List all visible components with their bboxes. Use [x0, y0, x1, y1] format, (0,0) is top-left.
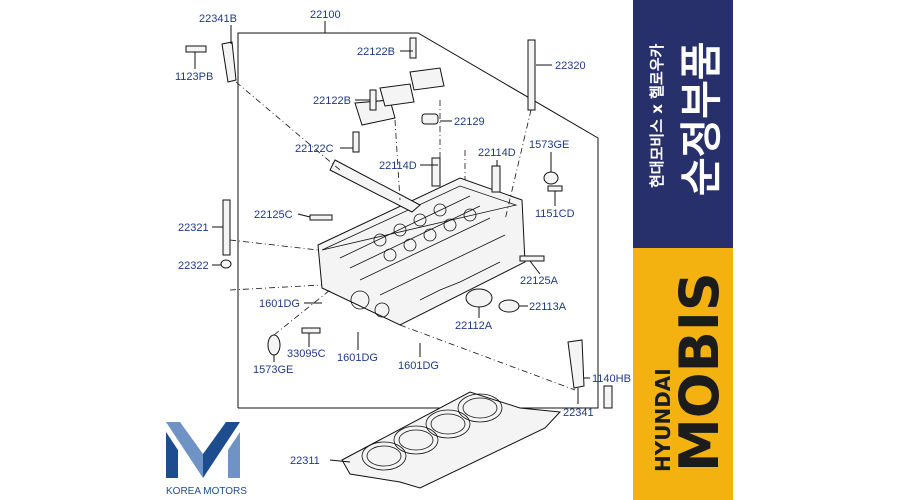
- logo-text: KOREA MOTORS: [166, 486, 247, 497]
- bolts: [185, 37, 613, 409]
- callout-22112A: 22112A: [455, 320, 493, 332]
- banner-korean-small: 현대모비스 x 헬로우카: [648, 43, 666, 188]
- callout-1573GE-bottom: 1573GE: [253, 364, 293, 376]
- callout-22341: 22341: [563, 407, 594, 419]
- callout-1601DG-mid: 1601DG: [337, 352, 378, 364]
- cylinder-head-22100: [317, 177, 526, 326]
- washer-22322: [220, 259, 232, 269]
- callout-1140HB: 1140HB: [592, 373, 631, 385]
- callout-1601DG-left: 1601DG: [259, 298, 300, 310]
- callout-22322: 22322: [178, 260, 209, 272]
- logo-right-wing: [203, 422, 240, 478]
- cam-caps: [329, 67, 559, 213]
- bolt-22321: [222, 199, 231, 256]
- bolt-1140HB: [603, 385, 613, 409]
- callout-22122C: 22122C: [295, 143, 334, 155]
- stud-22125C: [309, 214, 333, 221]
- korea-motors-logo: KOREA MOTORS: [166, 422, 247, 497]
- seal-22113A: [498, 299, 520, 313]
- bolt-22320: [527, 39, 536, 111]
- callout-1573GE-top: 1573GE: [529, 139, 569, 151]
- callout-1151CD: 1151CD: [535, 208, 575, 220]
- bolt-22122B-top: [409, 37, 417, 59]
- seal-22112A: [465, 288, 493, 308]
- callout-33095C: 33095C: [287, 348, 326, 360]
- bracket-22341B: [221, 41, 237, 83]
- diagram-frame: [237, 32, 599, 409]
- callout-22114D-right: 22114D: [478, 147, 516, 159]
- callout-22125C: 22125C: [254, 209, 293, 221]
- callout-22113A: 22113A: [529, 301, 567, 313]
- logo-left-leg: [166, 432, 178, 478]
- callout-labels: 22341B 1123PB 22100 22122B 22320 22122B …: [175, 9, 631, 467]
- bolt-22122B-mid: [369, 89, 377, 111]
- callout-22122B-top: 22122B: [357, 46, 395, 58]
- banner-brand-hyundai: HYUNDAI: [651, 368, 675, 472]
- stud-22125A: [519, 255, 545, 262]
- callout-22129: 22129: [454, 116, 485, 128]
- stud-1151CD: [547, 185, 563, 192]
- leader-lines: [194, 21, 590, 404]
- plug-1573GE-lower: [267, 334, 281, 356]
- callout-22321: 22321: [178, 222, 209, 234]
- callout-22114D-left: 22114D: [379, 160, 417, 172]
- head-gasket-22311: [329, 391, 562, 489]
- logo-left-wing: [166, 422, 203, 478]
- banner-korean-big: 순정부품: [677, 41, 726, 196]
- callout-1601DG-right: 1601DG: [398, 360, 439, 372]
- callout-1123PB: 1123PB: [175, 71, 213, 83]
- callout-22125A: 22125A: [520, 275, 559, 287]
- brand-banner: 현대모비스 x 헬로우카 순정부품 HYUNDAI MOBIS: [633, 0, 733, 500]
- bolt-1123PB: [185, 45, 207, 53]
- assembly-lines: [229, 81, 576, 391]
- bolt-22122C: [352, 131, 360, 153]
- logo-right-leg: [228, 432, 240, 478]
- stud-33095C: [301, 327, 321, 334]
- banner-brand-mobis: MOBIS: [668, 272, 731, 472]
- callout-22341B: 22341B: [199, 13, 237, 25]
- bracket-22341: [567, 339, 585, 389]
- callout-22311: 22311: [290, 455, 320, 467]
- callout-22320: 22320: [555, 60, 586, 72]
- callout-22122B-mid: 22122B: [313, 95, 351, 107]
- callout-22100: 22100: [310, 9, 341, 21]
